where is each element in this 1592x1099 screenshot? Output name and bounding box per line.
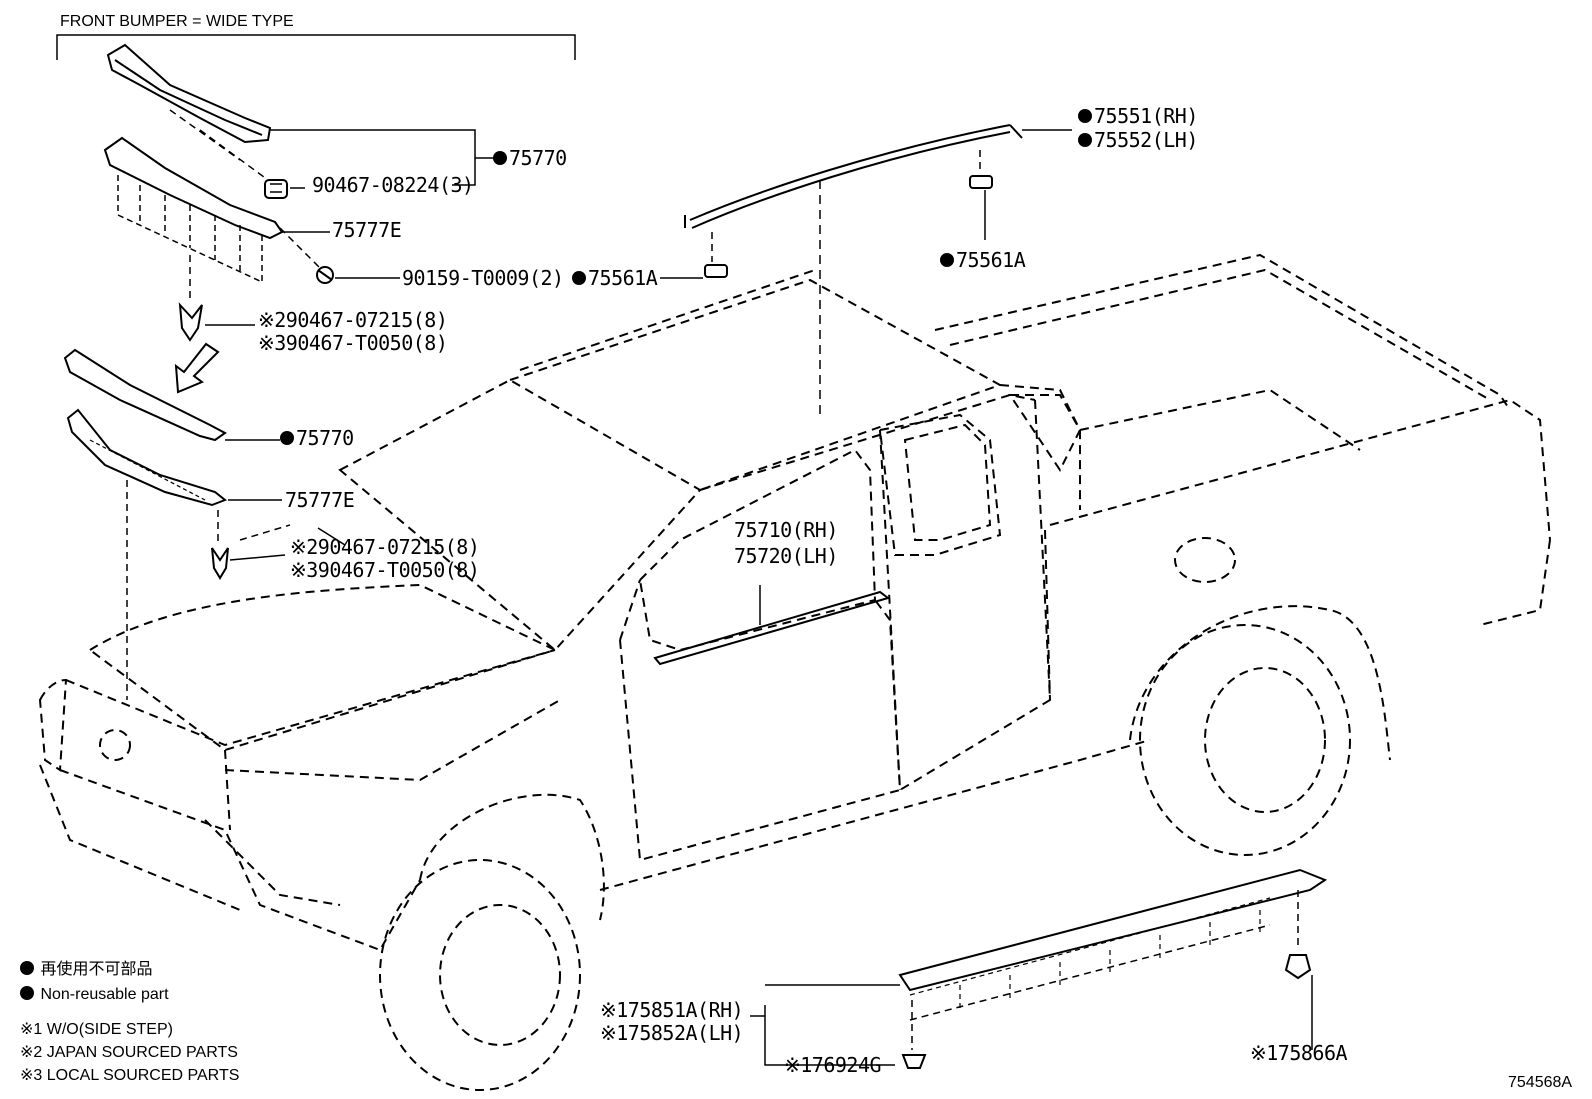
part-label-75777e: 75777E	[332, 218, 402, 242]
legend-non-reusable-en: Non-reusable part	[20, 985, 169, 1003]
molding-75770	[63, 348, 227, 442]
retainer-75777e-wide	[103, 136, 284, 283]
clip-90467-08224	[264, 179, 288, 199]
part-label-90467-07215-lower: ※290467-07215(8)	[290, 535, 480, 559]
part-label-90159-t0009: 90159-T0009(2)	[402, 266, 564, 290]
rocker-molding	[898, 868, 1328, 1021]
clip-76924g	[901, 1054, 927, 1069]
legend-non-reusable-jp: 再使用不可部品	[20, 960, 152, 978]
direction-arrow	[174, 342, 220, 394]
part-label-75710: 75710(RH)	[734, 518, 838, 542]
part-label-90467-t0050: ※390467-T0050(8)	[258, 331, 448, 355]
part-label-90467-t0050-lower: ※390467-T0050(8)	[290, 558, 480, 582]
clip-upper	[178, 302, 203, 342]
non-reusable-dot	[1078, 108, 1092, 123]
part-label-76924g: ※176924G	[784, 1053, 882, 1077]
part-label-75770: 75770	[493, 148, 567, 168]
drip-clip-left	[704, 264, 728, 278]
part-label-75777e-lower: 75777E	[285, 488, 355, 512]
clip-lower	[211, 547, 229, 580]
part-label-75852a: ※175852A(LH)	[600, 1021, 744, 1045]
non-reusable-dot	[1078, 132, 1092, 147]
part-label-75561a-right: 75561A	[940, 250, 1026, 270]
diagram-id: 754568A	[1508, 1074, 1573, 1091]
non-reusable-dot	[572, 270, 586, 285]
legend-note-1: ※1 W/O(SIDE STEP)	[20, 1021, 173, 1038]
part-label-75866a: ※175866A	[1250, 1041, 1348, 1065]
roof-drip-molding	[684, 124, 1023, 229]
part-label-75720: 75720(LH)	[734, 544, 838, 568]
part-label-75551: 75551(RH)	[1078, 106, 1198, 126]
non-reusable-dot	[940, 252, 954, 267]
retainer-75777e	[66, 408, 227, 507]
front-bumper-title: FRONT BUMPER = WIDE TYPE	[60, 13, 294, 30]
clip-75866a	[1284, 954, 1312, 980]
part-label-90467-07215: ※290467-07215(8)	[258, 308, 448, 332]
part-label-75552: 75552(LH)	[1078, 130, 1198, 150]
drip-clip-right	[969, 175, 993, 189]
part-label-75851a: ※175851A(RH)	[600, 998, 744, 1022]
screw-90159	[316, 266, 334, 284]
legend-note-3: ※3 LOCAL SOURCED PARTS	[20, 1067, 240, 1084]
part-label-90467-08224: 90467-08224(3)	[312, 173, 474, 197]
molding-75770-wide	[106, 43, 272, 144]
truck-outline	[38, 253, 1551, 1091]
non-reusable-dot	[493, 150, 507, 165]
part-label-75561a-left: 75561A	[572, 268, 658, 288]
non-reusable-dot	[20, 960, 34, 975]
non-reusable-dot	[280, 430, 294, 445]
belt-molding	[653, 590, 891, 666]
part-label-75770-lower: 75770	[280, 428, 354, 448]
non-reusable-dot	[20, 985, 34, 1000]
legend-note-2: ※2 JAPAN SOURCED PARTS	[20, 1044, 238, 1061]
